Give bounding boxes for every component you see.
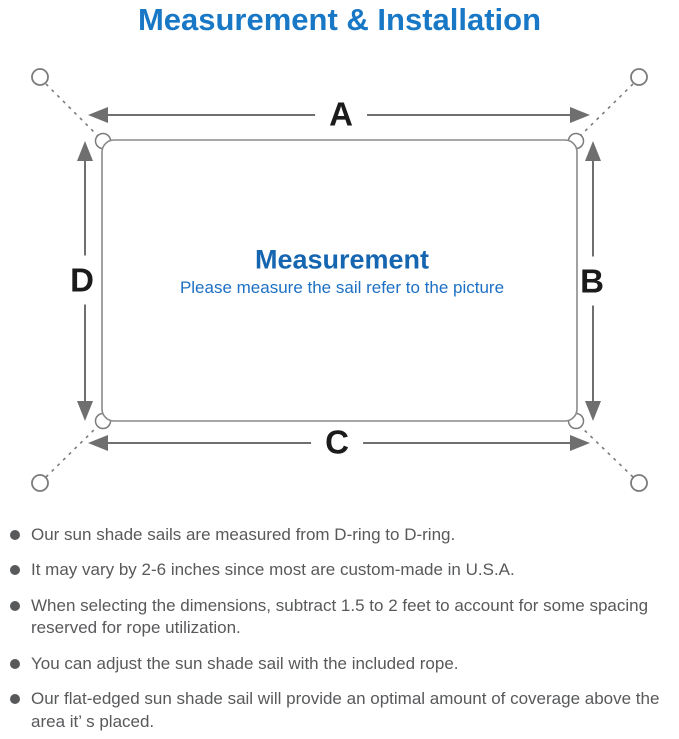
dimension-label-d: D [68, 255, 96, 305]
tether-bottom-left [45, 423, 101, 478]
tether-top-left [45, 83, 101, 139]
dimension-label-a: A [315, 97, 367, 131]
arrowhead-d-bottom [77, 401, 93, 421]
list-item: Our sun shade sails are measured from D-… [10, 524, 672, 546]
list-item: It may vary by 2-6 inches since most are… [10, 559, 672, 581]
list-item: You can adjust the sun shade sail with t… [10, 653, 672, 675]
note-text: When selecting the dimensions, subtract … [31, 595, 649, 638]
tether-top-right [577, 83, 634, 139]
dimension-label-c: C [311, 425, 363, 459]
arrowhead-b-bottom [585, 401, 601, 421]
note-text: It may vary by 2-6 inches since most are… [31, 560, 515, 580]
anchor-circle-top-right [630, 68, 648, 86]
arrowhead-b-top [585, 141, 601, 161]
bullet-icon [10, 530, 20, 540]
notes-list: Our sun shade sails are measured from D-… [10, 524, 672, 733]
note-text: Our flat-edged sun shade sail will provi… [31, 689, 660, 731]
arrowhead-c-right [570, 435, 590, 451]
anchor-circle-bottom-left [31, 474, 49, 492]
dimension-label-b: B [578, 256, 606, 306]
page-title: Measurement & Installation [137, 2, 542, 37]
list-item: When selecting the dimensions, subtract … [10, 595, 672, 640]
sail-subheading: Please measure the sail refer to the pic… [179, 278, 505, 297]
bullet-icon [10, 600, 20, 611]
arrowhead-c-left [88, 435, 108, 451]
bullet-icon [10, 694, 20, 705]
anchor-circle-top-left [31, 68, 49, 86]
sail-outline [101, 139, 578, 422]
bullet-icon [10, 658, 20, 669]
arrowhead-a-right [570, 107, 590, 123]
sail-heading: Measurement [254, 244, 430, 275]
list-item: Our flat-edged sun shade sail will provi… [10, 688, 672, 733]
note-text: You can adjust the sun shade sail with t… [31, 653, 459, 673]
anchor-circle-bottom-right [630, 474, 648, 492]
arrowhead-d-top [77, 141, 93, 161]
tether-bottom-right [577, 423, 634, 478]
bullet-icon [10, 565, 20, 576]
note-text: Our sun shade sails are measured from D-… [31, 525, 456, 544]
arrowhead-a-left [88, 107, 108, 123]
